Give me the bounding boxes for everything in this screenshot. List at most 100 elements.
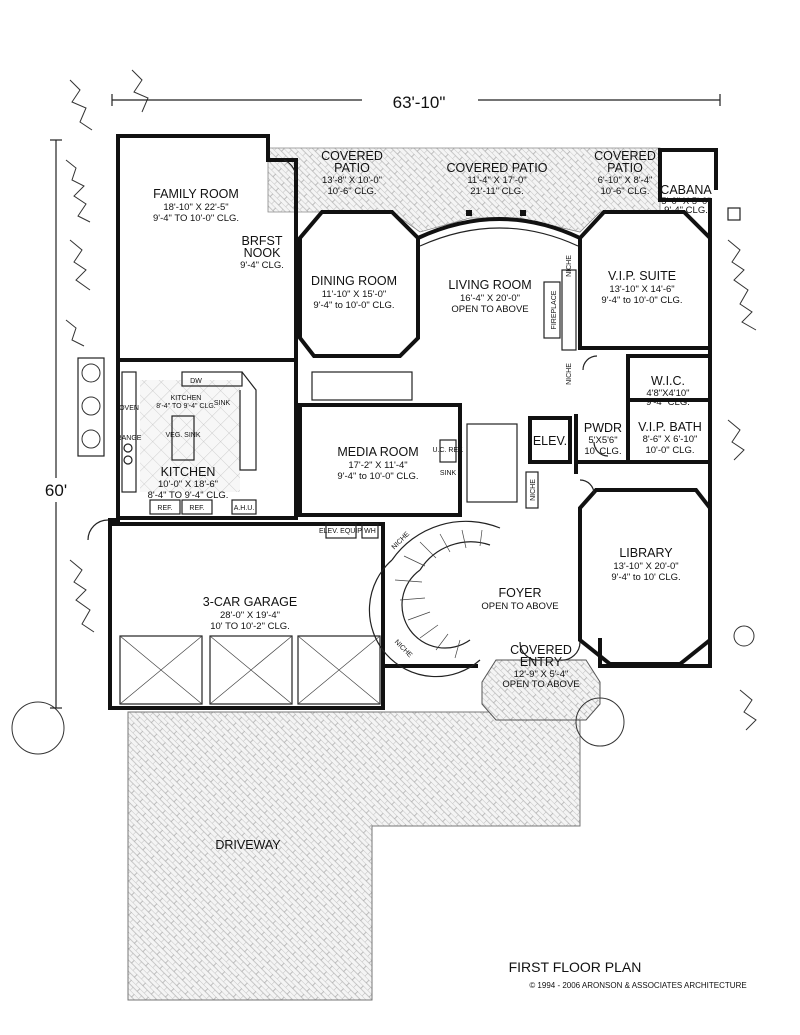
spiral-staircase — [368, 520, 501, 678]
living-room: LIVING ROOM 16'-4" X 20'-0" OPEN TO ABOV… — [448, 278, 531, 315]
svg-text:9'-4" TO 10'-0" CLG.: 9'-4" TO 10'-0" CLG. — [153, 213, 239, 224]
svg-text:A.H.U.: A.H.U. — [234, 505, 255, 512]
svg-text:13'-10" X 20'-0": 13'-10" X 20'-0" — [613, 561, 678, 572]
svg-text:FOYER: FOYER — [498, 586, 541, 600]
svg-text:U.C. REF.: U.C. REF. — [432, 447, 463, 454]
svg-text:LIVING ROOM: LIVING ROOM — [448, 278, 531, 292]
garage-doors — [119, 635, 381, 705]
svg-text:OVEN: OVEN — [119, 405, 139, 412]
svg-text:ELEV. EQUIP.: ELEV. EQUIP. — [319, 528, 363, 535]
walls — [108, 134, 718, 710]
elevator: ELEV. — [533, 434, 567, 448]
svg-text:3-CAR GARAGE: 3-CAR GARAGE — [203, 595, 297, 609]
overall-width-dimension: 63'-10" — [393, 93, 446, 112]
svg-text:PATIO: PATIO — [334, 161, 370, 175]
fireplace: FIREPLACE NICHE NICHE — [543, 255, 577, 385]
kitchen-tile-floor — [140, 380, 240, 492]
svg-text:CABANA: CABANA — [660, 183, 712, 197]
powder-room: PWDR 5'X5'6" 10' CLG. — [584, 421, 622, 457]
vip-bath: V.I.P. BATH 8'-6" X 6'-10" 10'-0" CLG. — [638, 420, 702, 456]
svg-text:LIBRARY: LIBRARY — [619, 546, 673, 560]
svg-text:V.I.P. BATH: V.I.P. BATH — [638, 420, 702, 434]
svg-text:WH: WH — [364, 528, 376, 535]
svg-text:13'-8" X 10'-0": 13'-8" X 10'-0" — [322, 175, 382, 186]
library: LIBRARY 13'-10" X 20'-0" 9'-4" to 10' CL… — [611, 546, 680, 583]
svg-text:SINK: SINK — [440, 470, 457, 477]
driveway: DRIVEWAY — [127, 711, 581, 1001]
svg-text:10' CLG.: 10' CLG. — [584, 446, 621, 457]
svg-text:NICHE: NICHE — [566, 255, 573, 277]
svg-text:DINING ROOM: DINING ROOM — [311, 274, 397, 288]
svg-text:5'-0" X 5'-0": 5'-0" X 5'-0" — [661, 196, 710, 207]
svg-text:KITCHEN: KITCHEN — [171, 395, 202, 402]
driveway-label: DRIVEWAY — [215, 838, 281, 852]
svg-text:COVERED: COVERED — [321, 149, 383, 163]
svg-text:9'-4" to 10'-0" CLG.: 9'-4" to 10'-0" CLG. — [601, 295, 682, 306]
svg-text:FIREPLACE: FIREPLACE — [551, 290, 558, 329]
svg-text:SINK: SINK — [214, 400, 231, 407]
svg-text:ELEV.: ELEV. — [533, 434, 567, 448]
svg-text:REF.: REF. — [157, 505, 172, 512]
svg-text:17'-2" X 11'-4": 17'-2" X 11'-4" — [348, 460, 407, 471]
svg-text:VEG. SINK: VEG. SINK — [165, 432, 200, 439]
family-room: FAMILY ROOM 18'-10" X 22'-5" 9'-4" TO 10… — [153, 187, 239, 224]
landscape-planting — [11, 69, 757, 755]
svg-text:V.I.P. SUITE: V.I.P. SUITE — [608, 269, 676, 283]
svg-text:ENTRY: ENTRY — [520, 655, 563, 669]
svg-text:OPEN TO ABOVE: OPEN TO ABOVE — [481, 601, 558, 612]
kitchen: KITCHEN 8'-4" TO 9'-4" CLG. KITCHEN 10'-… — [148, 395, 229, 501]
svg-text:9'-4" CLG.: 9'-4" CLG. — [646, 397, 690, 408]
svg-text:NICHE: NICHE — [530, 479, 537, 501]
svg-text:18'-10" X 22'-5": 18'-10" X 22'-5" — [163, 202, 228, 213]
svg-text:9'-4" CLG.: 9'-4" CLG. — [664, 205, 708, 216]
room-labels: FAMILY ROOM 18'-10" X 22'-5" 9'-4" TO 10… — [148, 149, 713, 690]
svg-text:PATIO: PATIO — [607, 161, 643, 175]
plan-title: FIRST FLOOR PLAN — [509, 959, 642, 975]
svg-text:COVERED: COVERED — [510, 643, 572, 657]
cabana: CABANA 5'-0" X 5'-0" 9'-4" CLG. — [660, 183, 712, 216]
svg-text:8'-4" TO 9'-4" CLG.: 8'-4" TO 9'-4" CLG. — [156, 403, 216, 410]
svg-text:RANGE: RANGE — [117, 435, 142, 442]
covered-patio-center: COVERED PATIO 11'-4" X 17'-0" 21'-11" CL… — [447, 161, 548, 197]
svg-text:NOOK: NOOK — [244, 246, 281, 260]
svg-text:REF.: REF. — [189, 505, 204, 512]
svg-text:OPEN TO ABOVE: OPEN TO ABOVE — [451, 304, 528, 315]
svg-text:NICHE: NICHE — [393, 639, 414, 660]
kitchen-fixtures: DW OVEN RANGE VEG. SINK SINK REF. REF. A… — [117, 371, 257, 515]
svg-text:13'-10" X 14'-6": 13'-10" X 14'-6" — [609, 284, 674, 295]
svg-text:W.I.C.: W.I.C. — [651, 374, 685, 388]
svg-text:10'-6" CLG.: 10'-6" CLG. — [600, 186, 649, 197]
svg-text:21'-11" CLG.: 21'-11" CLG. — [470, 186, 524, 197]
svg-text:28'-0" X 19'-4": 28'-0" X 19'-4" — [220, 610, 280, 621]
covered-patio-left: COVERED PATIO 13'-8" X 10'-0" 10'-6" CLG… — [321, 149, 383, 197]
svg-text:COVERED PATIO: COVERED PATIO — [447, 161, 548, 175]
svg-text:DW: DW — [190, 378, 202, 385]
svg-text:9'-4" to 10'-0" CLG.: 9'-4" to 10'-0" CLG. — [313, 300, 394, 311]
wic: W.I.C. 4'8"X4'10" 9'-4" CLG. — [646, 374, 690, 408]
svg-text:PWDR: PWDR — [584, 421, 622, 435]
svg-text:11'-10" X 15'-0": 11'-10" X 15'-0" — [322, 289, 387, 300]
svg-text:NICHE: NICHE — [566, 363, 573, 385]
dimension-lines: 63'-10" 60' — [40, 90, 721, 709]
svg-text:6'-10" X 8'-4": 6'-10" X 8'-4" — [598, 175, 653, 186]
svg-text:10' TO 10'-2" CLG.: 10' TO 10'-2" CLG. — [210, 621, 290, 632]
vip-suite: V.I.P. SUITE 13'-10" X 14'-6" 9'-4" to 1… — [601, 269, 682, 306]
brfst-nook: BRFST NOOK 9'-4" CLG. — [240, 234, 284, 271]
overall-depth-dimension: 60' — [45, 481, 67, 500]
svg-text:OPEN TO ABOVE: OPEN TO ABOVE — [502, 679, 579, 690]
svg-text:FAMILY ROOM: FAMILY ROOM — [153, 187, 239, 201]
svg-text:9'-4" to 10' CLG.: 9'-4" to 10' CLG. — [611, 572, 680, 583]
svg-text:9'-4" CLG.: 9'-4" CLG. — [240, 260, 284, 271]
media-room: MEDIA ROOM 17'-2" X 11'-4" 9'-4" to 10'-… — [337, 445, 418, 482]
svg-text:12'-9" X 5'-4": 12'-9" X 5'-4" — [514, 669, 569, 680]
dining-room: DINING ROOM 11'-10" X 15'-0" 9'-4" to 10… — [311, 274, 397, 311]
svg-text:4'8"X4'10": 4'8"X4'10" — [646, 388, 689, 399]
svg-text:MEDIA ROOM: MEDIA ROOM — [337, 445, 418, 459]
garage: 3-CAR GARAGE 28'-0" X 19'-4" 10' TO 10'-… — [203, 595, 297, 632]
svg-text:8'-4" TO 9'-4" CLG.: 8'-4" TO 9'-4" CLG. — [148, 490, 229, 501]
doors — [87, 159, 609, 661]
covered-entry: COVERED ENTRY 12'-9" X 5'-4" OPEN TO ABO… — [502, 643, 579, 690]
svg-text:5'X5'6": 5'X5'6" — [588, 435, 617, 446]
svg-text:10'-0" CLG.: 10'-0" CLG. — [645, 445, 694, 456]
